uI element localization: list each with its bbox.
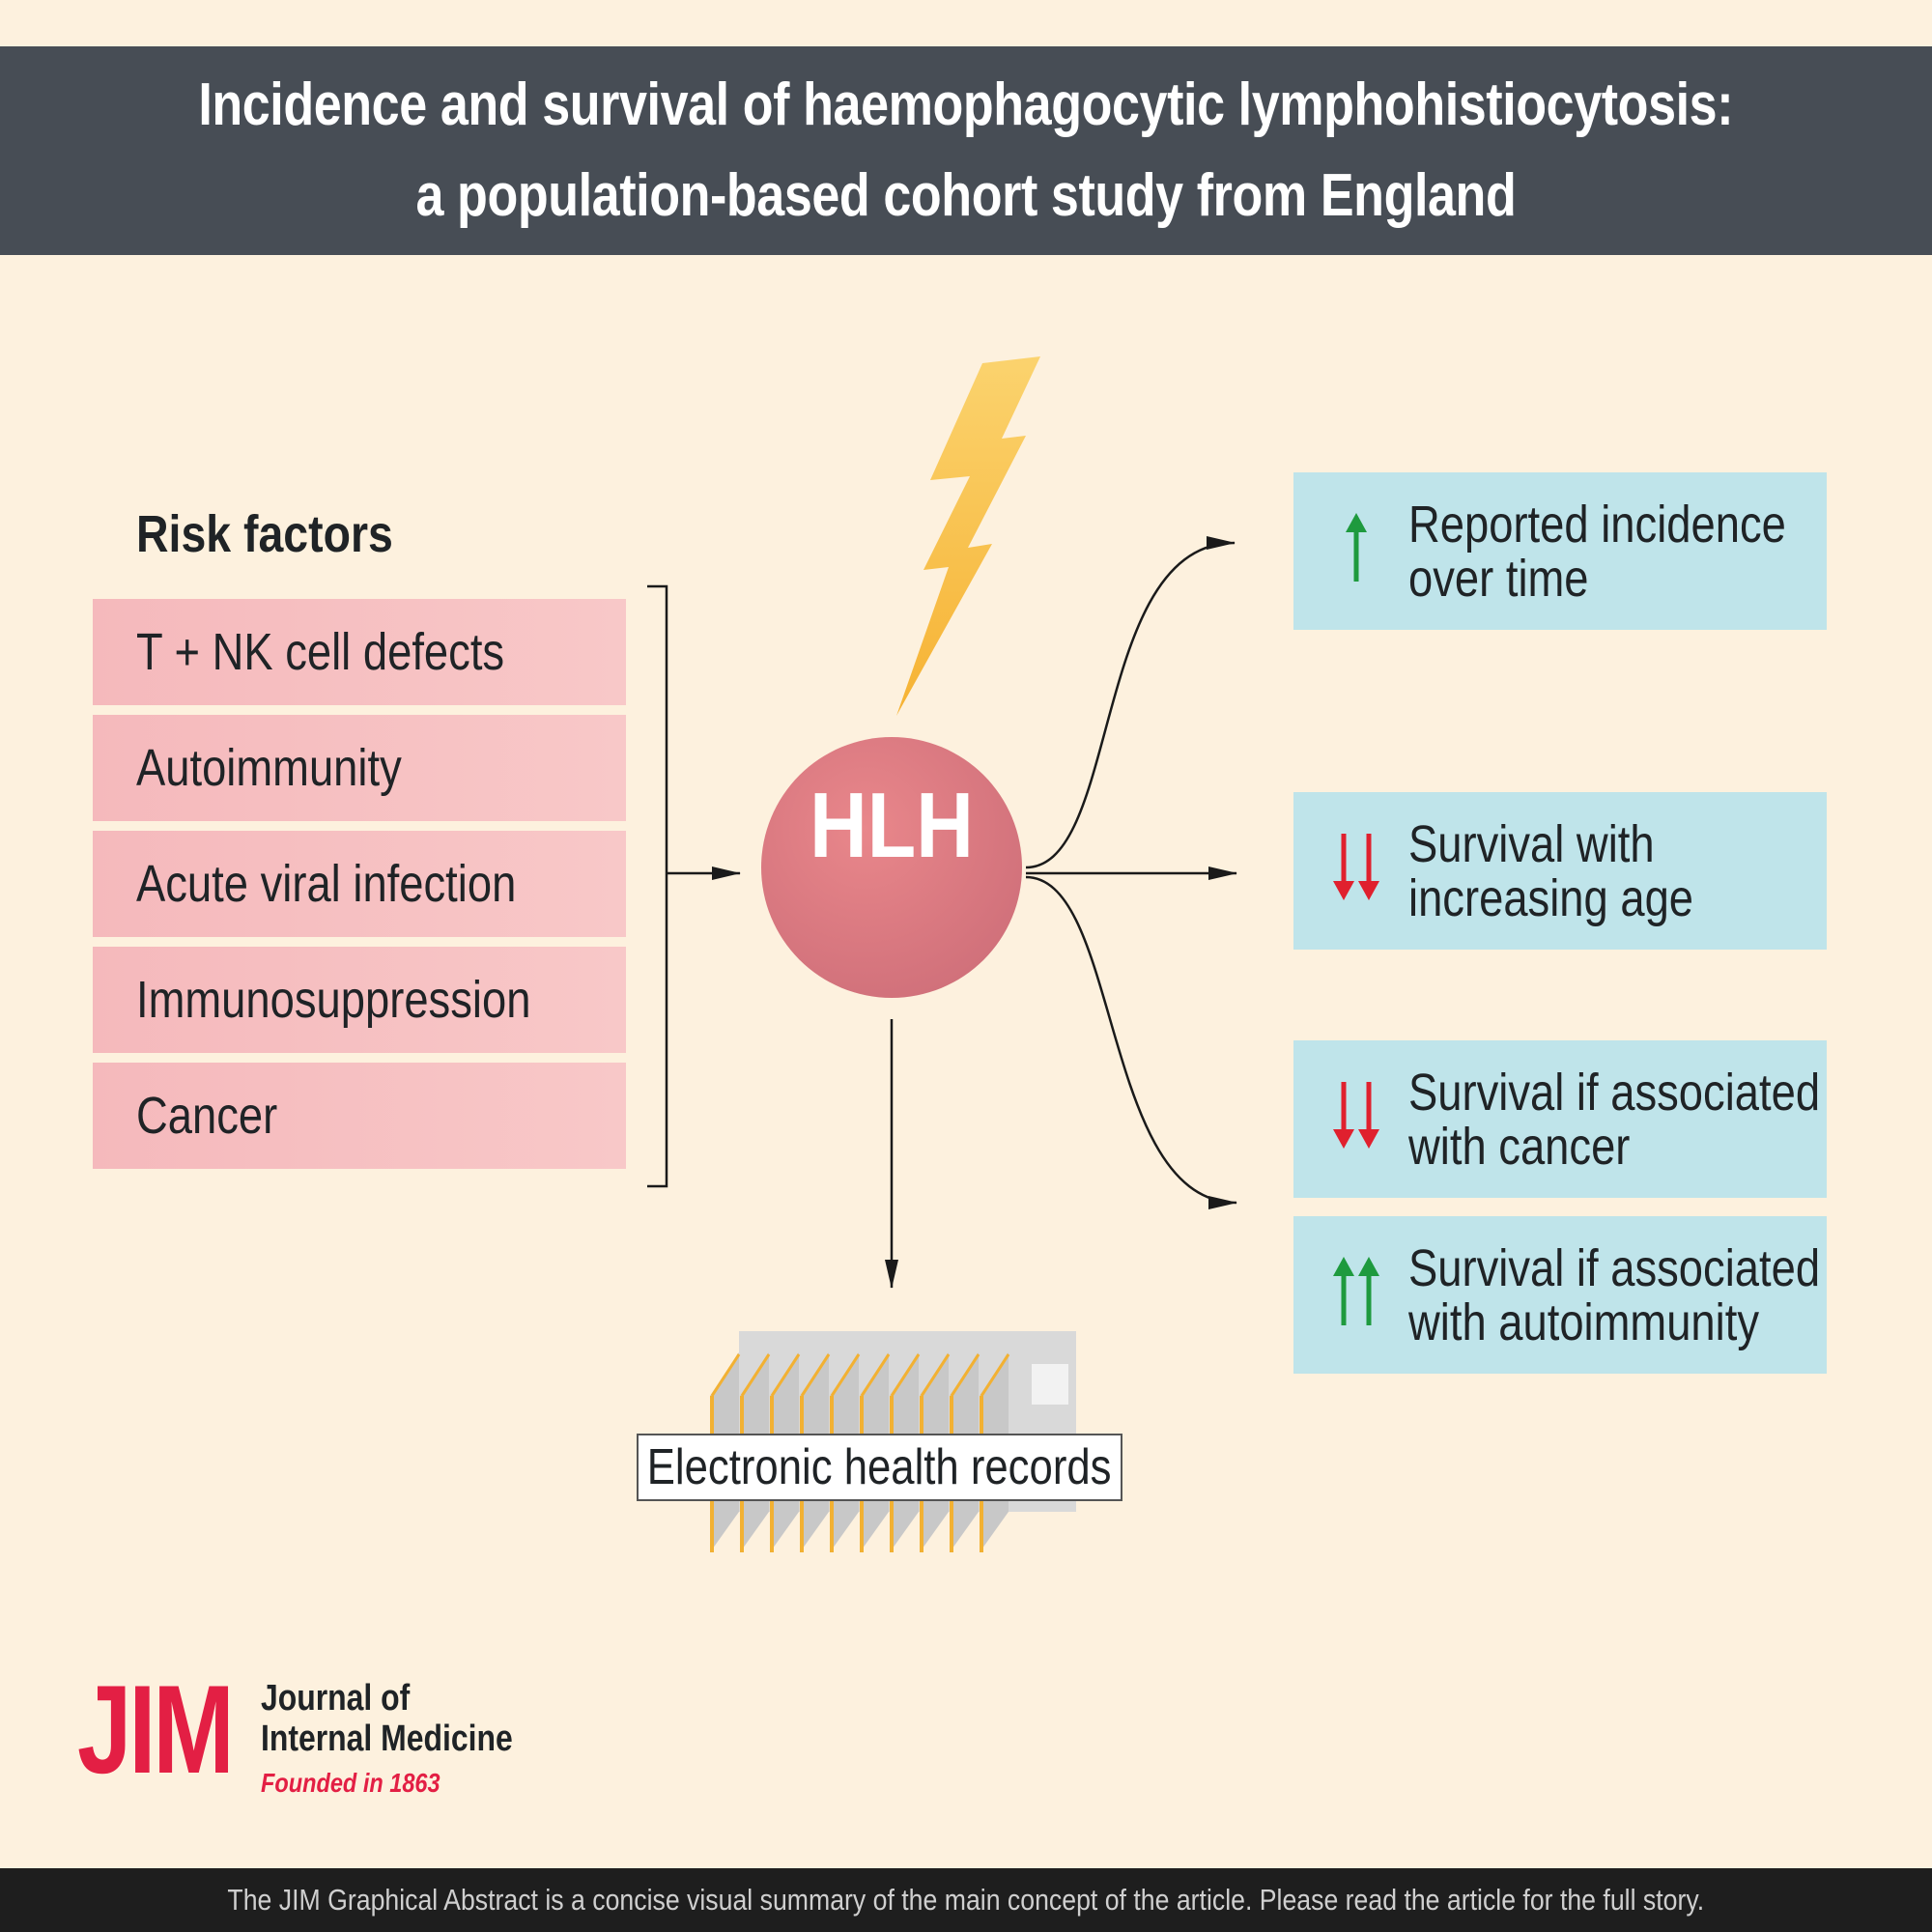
risk-factor-item: Immunosuppression (93, 947, 626, 1053)
arrow-down-icon (1358, 834, 1379, 900)
risk-factor-label: Acute viral infection (136, 855, 517, 913)
arrow-down-icon (1333, 1082, 1354, 1149)
risk-bracket (647, 584, 668, 1188)
risk-factor-item: T + NK cell defects (93, 599, 626, 705)
arrow-hlh-to-incidence (1025, 536, 1236, 869)
footer-text: The JIM Graphical Abstract is a concise … (227, 1883, 1705, 1917)
risk-factor-label: T + NK cell defects (136, 623, 505, 681)
risk-factor-item: Autoimmunity (93, 715, 626, 821)
records-label: Electronic health records (637, 1434, 1122, 1501)
folder-tab-label (1032, 1364, 1068, 1405)
founded-text: Founded in 1863 (261, 1768, 440, 1798)
hlh-label: HLH (810, 774, 974, 877)
arrow-up-icon (1358, 1257, 1379, 1325)
risk-factors-title: Risk factors (136, 505, 393, 563)
arrow-hlh-to-cancer-autoimmunity (1025, 875, 1237, 1209)
arrow-down-icon (1333, 834, 1354, 900)
lightning-bolt-icon (896, 356, 1040, 716)
risk-factor-label: Immunosuppression (136, 971, 531, 1029)
trend-arrow-icon (1333, 1082, 1379, 1149)
title-line-1: Incidence and survival of haemophagocyti… (198, 71, 1734, 138)
trend-arrow-icon (1333, 1257, 1379, 1325)
risk-factor-item: Acute viral infection (93, 831, 626, 937)
hlh-circle (761, 737, 1022, 998)
title-line-2: a population-based cohort study from Eng… (415, 162, 1517, 229)
footer-banner: The JIM Graphical Abstract is a concise … (0, 1868, 1932, 1932)
arrow-up-icon (1333, 1257, 1354, 1325)
trend-arrow-icon (1346, 513, 1367, 582)
trend-arrow-icon (1333, 834, 1379, 900)
risk-factor-item: Cancer (93, 1063, 626, 1169)
journal-name: Journal of Internal Medicine (261, 1678, 513, 1759)
jim-logo-mark: JIM (77, 1659, 235, 1800)
header-banner: Incidence and survival of haemophagocyti… (0, 46, 1932, 255)
arrow-down-icon (1358, 1082, 1379, 1149)
risk-factor-label: Cancer (136, 1087, 278, 1145)
arrow-up-icon (1346, 513, 1367, 582)
risk-factor-label: Autoimmunity (136, 739, 402, 797)
